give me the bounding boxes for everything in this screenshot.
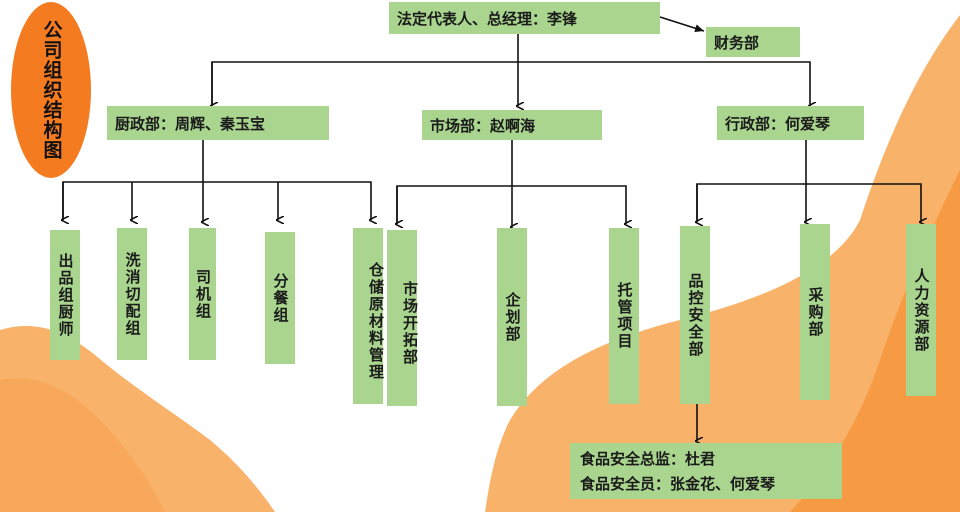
- market-dept-box: 市场部：赵啊海: [422, 110, 602, 140]
- food-safety-box: 食品安全总监：杜君 食品安全员：张金花、何爱琴: [570, 443, 842, 499]
- admin-unit-label: 品控安全部: [686, 272, 705, 358]
- admin-dept-box: 行政部：何爱琴: [717, 106, 864, 140]
- admin-unit-label: 采购部: [806, 286, 825, 338]
- kitchen-dept-label: 厨政部：周辉、秦玉宝: [115, 114, 266, 133]
- title-oval: 公司组织结构图: [11, 2, 91, 178]
- market-unit-label: 托管项目: [615, 282, 634, 350]
- kitchen-unit-box: 仓储原材料管理: [353, 228, 385, 404]
- legal-rep-box: 法定代表人、总经理：李锋: [389, 2, 660, 34]
- market-unit-box: 市场开拓部: [387, 230, 419, 406]
- market-unit-box: 托管项目: [609, 228, 639, 404]
- kitchen-unit-label: 出品组厨师: [56, 252, 75, 338]
- admin-unit-box: 品控安全部: [680, 226, 710, 404]
- market-unit-label: 企划部: [503, 291, 522, 343]
- market-dept-label: 市场部：赵啊海: [430, 116, 536, 135]
- orange-wave-right-dark: [790, 170, 960, 512]
- kitchen-dept-box: 厨政部：周辉、秦玉宝: [107, 106, 329, 140]
- kitchen-unit-label: 分餐组: [271, 272, 290, 324]
- food-safety-staff: 食品安全员：张金花、何爱琴: [580, 475, 776, 493]
- kitchen-unit-box: 出品组厨师: [50, 230, 80, 360]
- admin-unit-box: 采购部: [800, 224, 830, 400]
- kitchen-unit-label: 司机组: [194, 268, 212, 320]
- orange-wave-left-inner: [0, 378, 165, 512]
- kitchen-unit-box: 洗消切配组: [117, 228, 147, 360]
- finance-box: 财务部: [706, 27, 800, 57]
- kitchen-unit-label: 洗消切配组: [123, 251, 142, 337]
- kitchen-unit-box: 司机组: [189, 228, 216, 360]
- kitchen-unit-label: 仓储原材料管理: [367, 261, 385, 381]
- kitchen-unit-box: 分餐组: [265, 232, 295, 364]
- admin-unit-label: 人力资源部: [912, 267, 931, 353]
- market-unit-box: 企划部: [497, 228, 527, 406]
- admin-unit-box: 人力资源部: [906, 224, 936, 396]
- legal-rep-label: 法定代表人、总经理：李锋: [397, 9, 578, 28]
- market-unit-label: 市场开拓部: [401, 280, 419, 366]
- food-safety-director: 食品安全总监：杜君: [580, 450, 716, 468]
- chart-title: 公司组织结构图: [40, 20, 63, 160]
- finance-label: 财务部: [714, 33, 760, 52]
- orange-wave-right-light: [485, 15, 960, 512]
- admin-dept-label: 行政部：何爱琴: [725, 114, 831, 133]
